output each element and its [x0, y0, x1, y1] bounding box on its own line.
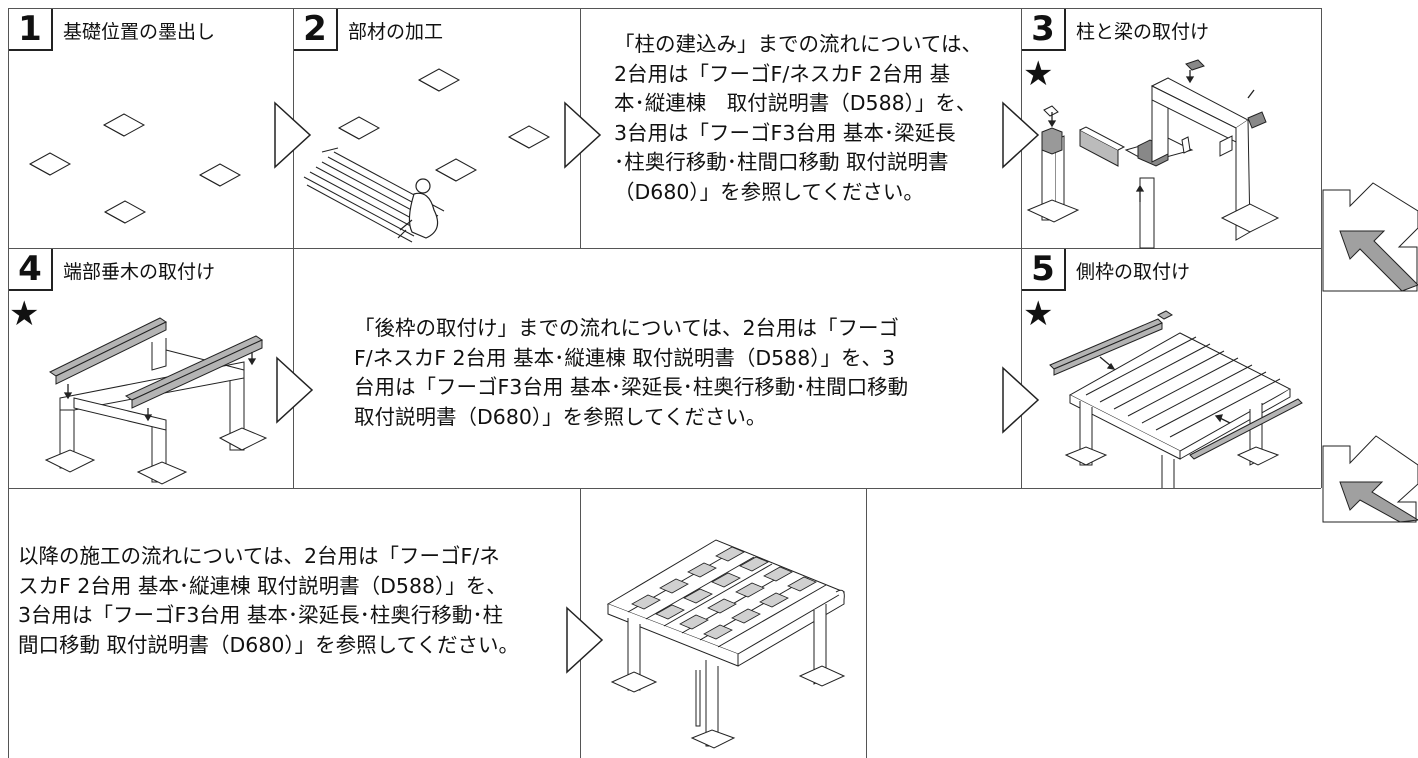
flow-chevron-icon: [273, 101, 313, 169]
note-line: 「柱の建込み」までの流れについては、: [614, 32, 982, 56]
step-title: 部材の加工: [348, 21, 444, 43]
step-title: 端部垂木の取付け: [63, 261, 216, 283]
step-number: 1: [9, 9, 53, 51]
grid-line: [8, 248, 1321, 249]
note-line: 「後枠の取付け」までの流れについては、2台用は「フーゴ: [354, 316, 900, 340]
step-title: 側枠の取付け: [1076, 261, 1191, 283]
flow-chevron-icon: [275, 356, 315, 424]
step-title: 基礎位置の墨出し: [63, 21, 216, 43]
parts-processing-illustration: [294, 60, 580, 248]
grid-line: [8, 8, 9, 758]
note-line: 本･縦連棟 取付説明書（D588）」を、: [614, 91, 977, 115]
flow-chevron-icon: [1001, 101, 1041, 169]
instruction-note: 「柱の建込み」までの流れについては、 2台用は「フーゴF/ネスカF 2台用 基 …: [614, 30, 1014, 207]
star-icon: ★: [1023, 54, 1054, 94]
grid-line: [1021, 8, 1022, 488]
note-line: 2台用は「フーゴF/ネスカF 2台用 基: [614, 61, 951, 86]
instruction-note: 以降の施工の流れについては、2台用は「フーゴF/ネ スカF 2台用 基本･縦連棟…: [18, 542, 578, 660]
note-line: ･柱奥行移動･柱間口移動 取付説明書: [614, 150, 949, 174]
grid-line: [8, 488, 1321, 489]
step-number: 3: [1022, 9, 1066, 51]
flow-chevron-icon: [565, 606, 605, 674]
step-number: 2: [294, 9, 338, 51]
next-row-arrow-icon: [1322, 432, 1418, 524]
note-line: 3台用は「フーゴF3台用 基本･梁延長･柱奥行移動･柱: [18, 603, 504, 627]
end-rafter-illustration: [30, 300, 290, 485]
columns-beams-illustration: [1022, 50, 1321, 248]
step-number: 4: [9, 249, 53, 291]
step-2-header: 2 部材の加工: [294, 9, 443, 51]
note-line: 取付説明書（D680）」を参照してください。: [354, 404, 767, 429]
step-number: 5: [1022, 249, 1066, 291]
note-line: （D680）」を参照してください。: [614, 179, 924, 204]
next-row-arrow-icon: [1322, 183, 1418, 293]
step-4-header: 4 端部垂木の取付け: [9, 249, 215, 291]
grid-line: [1021, 8, 1321, 9]
grid-line: [1321, 8, 1322, 488]
flow-chevron-icon: [1001, 366, 1041, 434]
grid-line: [866, 488, 867, 758]
note-line: 以降の施工の流れについては、2台用は「フーゴF/ネ: [18, 544, 500, 568]
step-5-header: 5 側枠の取付け: [1022, 249, 1190, 291]
grid-line: [8, 8, 1021, 9]
step-1-header: 1 基礎位置の墨出し: [9, 9, 215, 51]
step-title: 柱と梁の取付け: [1076, 21, 1210, 43]
completed-carport-illustration: [600, 520, 860, 758]
note-line: スカF 2台用 基本･縦連棟 取付説明書（D588）」を、: [18, 573, 507, 598]
side-frame-illustration: [1040, 305, 1310, 488]
note-line: 3台用は「フーゴF3台用 基本･梁延長: [614, 120, 956, 145]
step-3-header: 3 柱と梁の取付け: [1022, 9, 1209, 51]
foundation-markings-illustration: [20, 95, 270, 235]
note-line: F/ネスカF 2台用 基本･縦連棟 取付説明書（D588）」を、3: [354, 345, 896, 370]
note-line: 間口移動 取付説明書（D680）」を参照してください。: [18, 632, 519, 657]
star-icon: ★: [9, 294, 40, 334]
note-line: 台用は「フーゴF3台用 基本･梁延長･柱奥行移動･柱間口移動: [354, 375, 909, 399]
grid-line: [293, 8, 294, 488]
instruction-note: 「後枠の取付け」までの流れについては、2台用は「フーゴ F/ネスカF 2台用 基…: [354, 314, 994, 432]
flow-chevron-icon: [563, 101, 603, 169]
star-icon: ★: [1023, 294, 1054, 334]
